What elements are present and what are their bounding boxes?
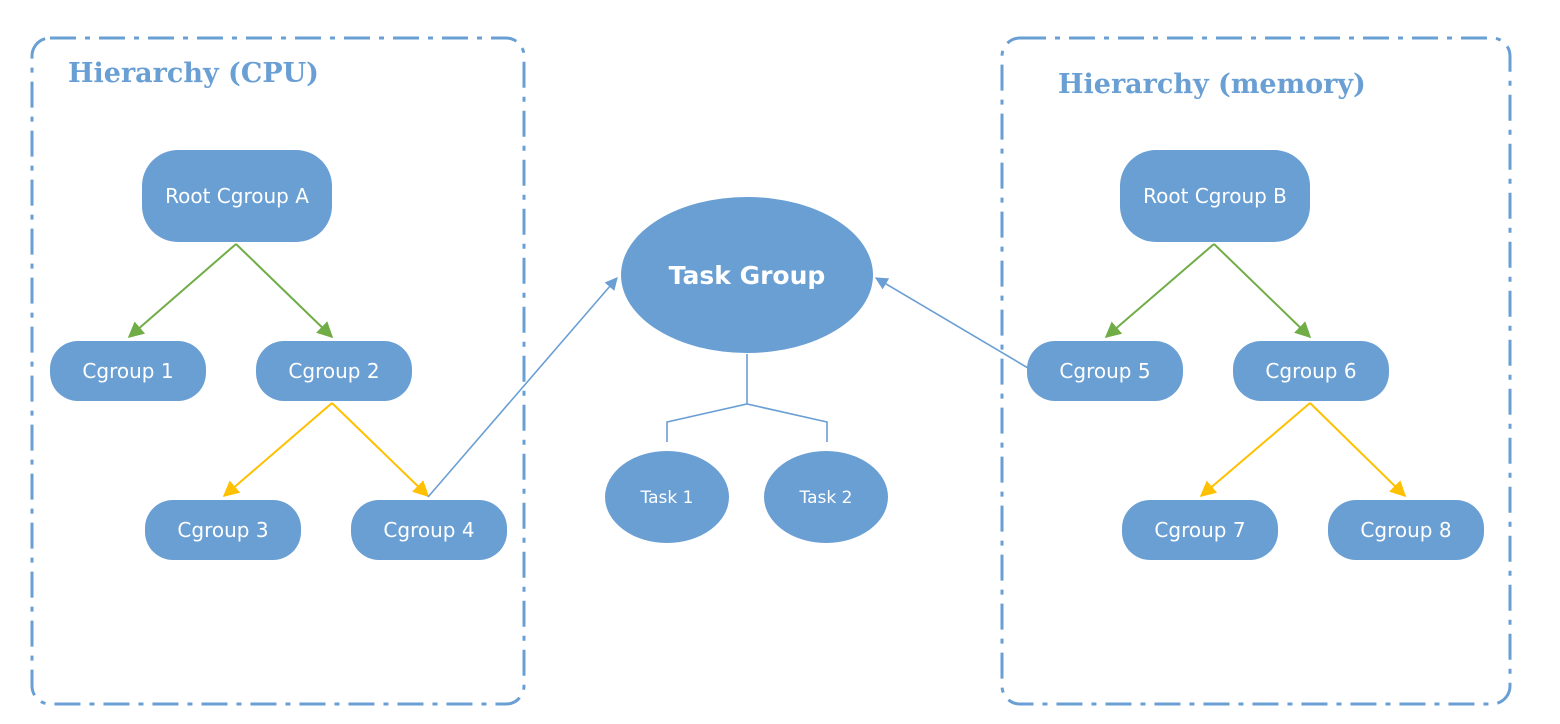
node-root-cgroup-b-label: Root Cgroup B (1143, 184, 1287, 208)
edge-cgroup6-to-cgroup7 (1199, 402, 1311, 498)
cpu-hierarchy-panel: Hierarchy (CPU) (30, 36, 526, 706)
node-cgroup-1-label: Cgroup 1 (82, 359, 173, 383)
edge-root-a-to-cgroup1 (127, 243, 237, 339)
node-cgroup-7-label: Cgroup 7 (1154, 518, 1245, 542)
node-task-1: Task 1 (605, 451, 729, 543)
edge-root-b-to-cgroup5 (1104, 243, 1215, 339)
cpu-panel-title: Hierarchy (CPU) (68, 58, 319, 89)
node-root-cgroup-a: Root Cgroup A (142, 150, 332, 242)
edge-root-a-to-cgroup2 (235, 243, 334, 339)
node-task-2-label: Task 2 (799, 488, 853, 508)
cpu-panel-border (30, 36, 526, 706)
node-cgroup-3: Cgroup 3 (145, 500, 301, 560)
node-cgroup-8: Cgroup 8 (1328, 500, 1484, 560)
node-cgroup-7: Cgroup 7 (1122, 500, 1278, 560)
memory-hierarchy-panel: Hierarchy (memory) (1000, 36, 1512, 706)
node-cgroup-4: Cgroup 4 (351, 500, 507, 560)
node-cgroup-6: Cgroup 6 (1233, 341, 1389, 401)
edge-cgroup5-to-task-group (874, 277, 1029, 369)
edge-cgroup2-to-cgroup4 (331, 402, 430, 498)
node-cgroup-3-label: Cgroup 3 (177, 518, 268, 542)
node-cgroup-8-label: Cgroup 8 (1360, 518, 1451, 542)
edge-cgroup4-to-task-group (427, 277, 618, 498)
memory-panel-border (1000, 36, 1512, 706)
node-task-group-label: Task Group (669, 261, 826, 290)
edge-cgroup6-to-cgroup8 (1309, 402, 1407, 498)
node-task-2: Task 2 (764, 451, 888, 543)
node-cgroup-6-label: Cgroup 6 (1265, 359, 1356, 383)
node-root-cgroup-a-label: Root Cgroup A (165, 184, 309, 208)
node-cgroup-5-label: Cgroup 5 (1059, 359, 1150, 383)
node-task-1-label: Task 1 (640, 488, 694, 508)
task-group-connector (666, 354, 828, 442)
node-root-cgroup-b: Root Cgroup B (1120, 150, 1310, 242)
edge-cgroup2-to-cgroup3 (222, 402, 333, 498)
node-task-group: Task Group (621, 197, 873, 353)
node-cgroup-5: Cgroup 5 (1027, 341, 1183, 401)
edge-root-b-to-cgroup6 (1213, 243, 1312, 339)
node-cgroup-1: Cgroup 1 (50, 341, 206, 401)
node-cgroup-2-label: Cgroup 2 (288, 359, 379, 383)
node-cgroup-2: Cgroup 2 (256, 341, 412, 401)
node-cgroup-4-label: Cgroup 4 (383, 518, 474, 542)
memory-panel-title: Hierarchy (memory) (1058, 69, 1366, 100)
